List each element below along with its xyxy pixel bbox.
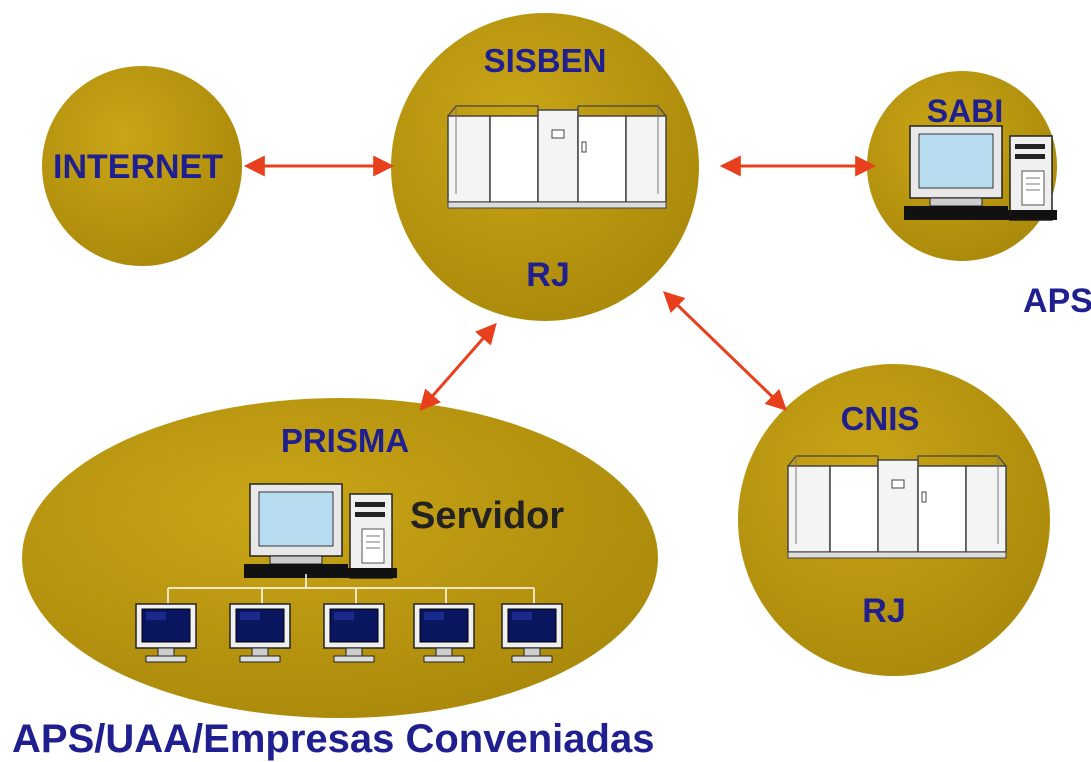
prisma-network-lines [167,574,535,604]
sabi-label: SABI [927,93,1003,129]
internet-label: INTERNET [53,148,223,186]
sisben-mainframe-icon [447,105,667,209]
cnis-location-label: RJ [862,592,905,630]
internet-node [42,66,242,266]
prisma-server-label: Servidor [410,495,564,537]
cnis-mainframe-icon [787,455,1007,559]
cnis-label: CNIS [841,400,920,437]
arrow-sisben-prisma [419,322,497,412]
prisma-site-label: APS/UAA/Empresas Conveniadas [12,717,654,761]
sisben-location-label: RJ [526,256,569,294]
prisma-label: PRISMA [281,422,409,459]
sisben-label: SISBEN [484,42,607,79]
sabi-site-label: APS [1023,282,1091,320]
arrow-sisben-cnis [662,291,788,411]
